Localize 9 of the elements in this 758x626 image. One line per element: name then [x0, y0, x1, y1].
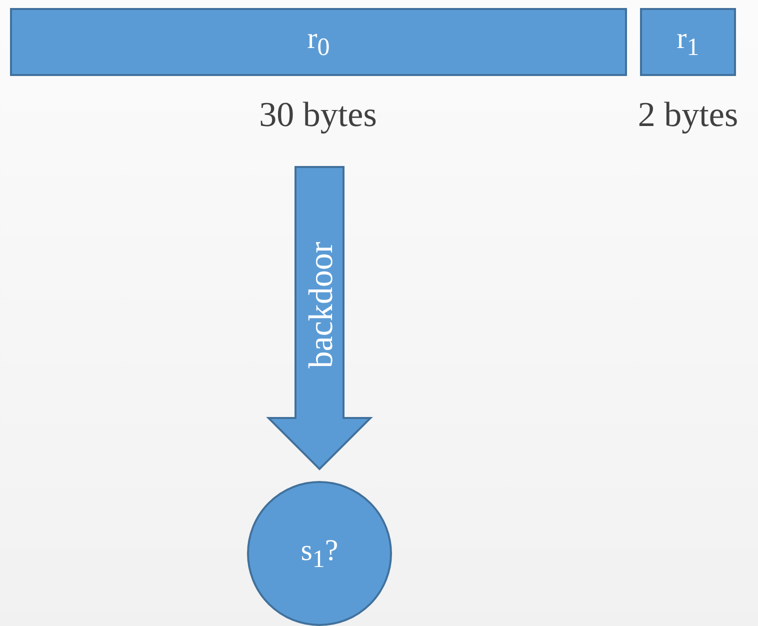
block-arrow [266, 166, 373, 470]
size-label: 2 bytes [638, 95, 738, 135]
memory-block [10, 8, 627, 76]
node-label: s$_{1}$? [300, 536, 338, 572]
edge-label: backdoor [302, 241, 340, 368]
memory-block [640, 8, 736, 76]
size-label: 30 bytes [259, 95, 377, 135]
node-label: r$_{1}$ [676, 24, 700, 60]
node-label: r$_{0}$ [307, 24, 330, 60]
